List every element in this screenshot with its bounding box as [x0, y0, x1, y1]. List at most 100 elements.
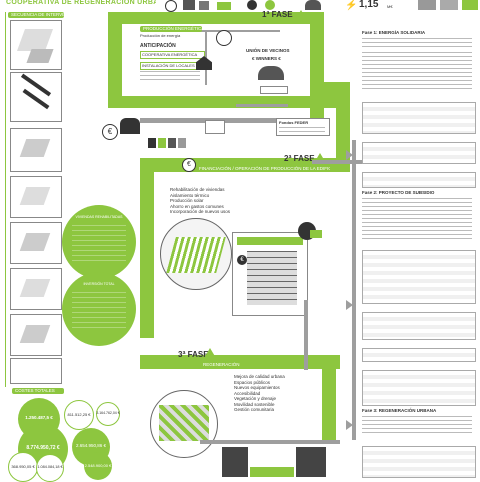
right-text-block [362, 52, 472, 92]
phase-2-item: Incorporación de nuevos usos [170, 209, 231, 214]
phase-1-label: 1ª FASE [262, 10, 293, 19]
grey-connector [236, 104, 288, 107]
phase-3-label: 3ª FASE [178, 350, 209, 359]
facade-drawing [166, 237, 226, 273]
phase-3-item: Espacios públicos [234, 379, 271, 385]
cost-value: 2.548.900,00 € [84, 463, 112, 468]
cost-value: 811.512,25 € [67, 412, 91, 417]
recycle-bins [148, 138, 188, 148]
stats-circle-title: VIVIENDAS REHABILITADAS [75, 215, 123, 219]
phase-2-warning-right [310, 230, 322, 238]
phase-3-item: Vegetación y drenaje [234, 396, 277, 401]
flow-path [108, 12, 323, 24]
data-table [362, 102, 476, 134]
phase-3-banner: REGENERACIÓN [200, 362, 266, 368]
roof-band [237, 237, 303, 245]
section-title-bar: SECUENCIA DE INTERVENCIÓN [8, 12, 64, 18]
arrow-right [346, 300, 353, 310]
cost-circle-6: 1.084.084,18 € [36, 454, 64, 482]
isometric-block [19, 279, 51, 297]
thumbnail [440, 0, 458, 10]
plan-drawing [159, 405, 209, 441]
cost-value: 368.950,05 € [11, 464, 35, 469]
grey-connector [205, 30, 207, 85]
stats-circle-1: VIVIENDAS REHABILITADAS [62, 205, 136, 279]
sequence-step-5 [10, 222, 62, 264]
left-border-line [5, 12, 6, 387]
right-text-block [362, 38, 472, 50]
cost-circle-7: 3.164.762,04 € [96, 402, 120, 426]
phase-2-label: 2ª FASE [284, 154, 315, 163]
urban-plan-circle [150, 390, 218, 458]
page-title: COOPERATIVA DE REGENERACIÓN URBANA [6, 0, 156, 6]
bin-icon [158, 138, 166, 148]
cost-value: 8.774.950,72 € [26, 445, 60, 451]
stats-table [72, 225, 126, 265]
building-icon [199, 1, 209, 10]
flow-path [310, 12, 324, 122]
house-icon [196, 56, 212, 70]
right-phase-3-title: Fase 3: REGENERACIÓN URBANA [362, 408, 437, 413]
header-icons [165, 0, 365, 12]
production-label: PRODUCCIÓN ENERGÉTICA [140, 26, 202, 32]
greenhouse-icon [258, 66, 284, 80]
sequence-step-3 [10, 128, 62, 172]
phase-2-item: Ahorro en gastos comunes [170, 203, 224, 209]
grey-connector [312, 160, 372, 164]
phase-3-item: Mejora de calidad urbana [234, 374, 285, 379]
flow-path [140, 158, 154, 338]
isometric-block [19, 187, 51, 205]
euro-icon: € [182, 158, 196, 172]
stat-value: 1,15 [359, 0, 379, 10]
isometric-block [19, 233, 51, 251]
thumbnail [462, 0, 478, 10]
data-table [362, 312, 476, 340]
sequence-step-4 [10, 176, 62, 218]
sequence-step-6 [10, 268, 62, 310]
isometric-block [26, 49, 54, 63]
bin-icon [178, 138, 186, 148]
warning-icon [295, 10, 307, 20]
costs-title-bar: COSTES TOTALES [12, 388, 64, 394]
feder-label: Fondos FEDER [279, 120, 309, 125]
facade-panel: € [232, 232, 308, 316]
feder-text [279, 127, 325, 133]
coop-text [140, 71, 200, 81]
arrow-right [346, 150, 353, 160]
grey-connector [304, 300, 308, 370]
right-text-block [362, 198, 472, 240]
phase-3-text: Mejora de calidad urbana Espacios públic… [234, 374, 322, 422]
euro-icon: € [102, 124, 118, 140]
union-sub: € WINNERS € [252, 56, 281, 61]
coop-item-2: INSTALACIÓN DE LOCALES [140, 62, 205, 70]
production-sub: Producción de energía [140, 33, 181, 38]
right-phase-1-title: Fase 1: ENERGÍA SOLIDARIA [362, 30, 426, 35]
cost-circle-8: 2.548.900,00 € [84, 452, 112, 480]
arrow-right [346, 420, 353, 430]
power-icon [216, 30, 232, 46]
isometric-block [16, 29, 54, 51]
euro-icon [247, 0, 257, 10]
section-drawing [216, 440, 336, 481]
warning-icon [204, 348, 216, 358]
tree-icon [305, 0, 321, 10]
euro-icon: € [237, 255, 247, 265]
phase-2-item: Producción solar [170, 198, 204, 203]
phase-2-item: Rehabilitación de viviendas [170, 187, 225, 192]
data-table [362, 142, 476, 164]
lightning-icon: ⚡ [345, 0, 358, 11]
isometric-block [19, 139, 51, 157]
feder-box: Fondos FEDER [276, 118, 330, 136]
warning-icon [314, 153, 326, 163]
cost-circle-2: 811.512,25 € [64, 400, 94, 430]
data-table [362, 172, 476, 188]
energy-icon [165, 0, 177, 12]
phase-2-item: Aislamiento térmico [170, 192, 210, 198]
flow-path [108, 96, 350, 108]
people-icon [120, 118, 140, 134]
bin-icon [148, 138, 156, 148]
building-section [222, 447, 248, 477]
grey-connector [200, 30, 280, 32]
thumbnail [418, 0, 436, 10]
phase-3-item: Gestión comunitaria [234, 407, 275, 412]
